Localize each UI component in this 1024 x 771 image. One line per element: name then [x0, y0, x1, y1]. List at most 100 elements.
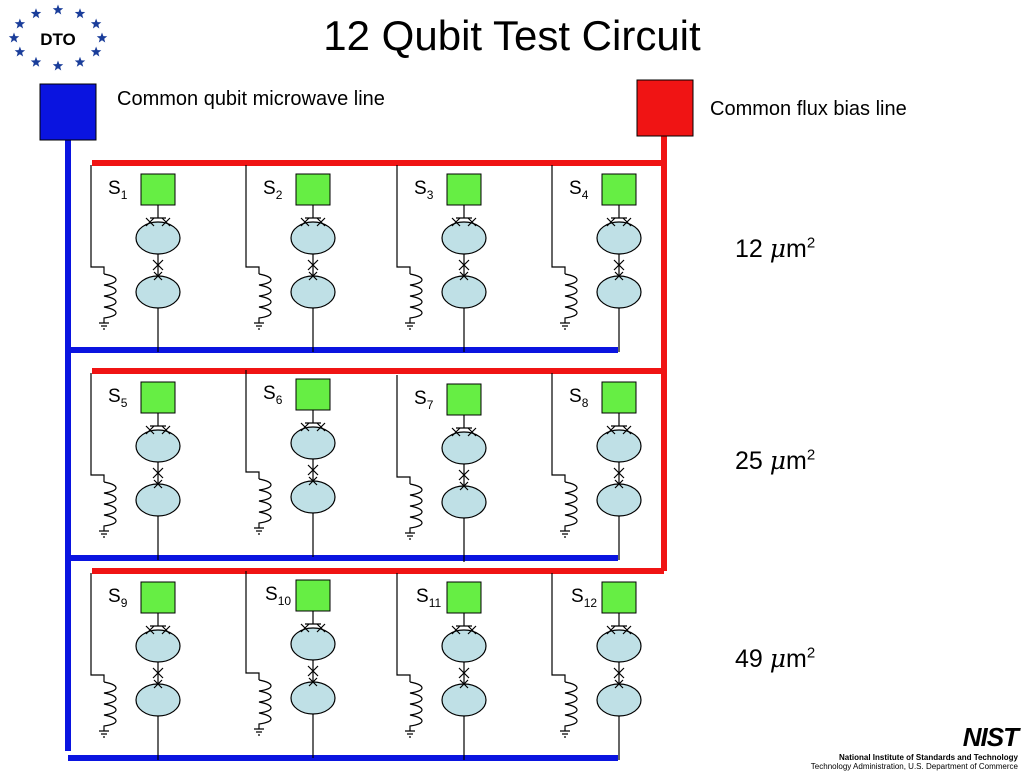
inductor-coil [564, 681, 578, 728]
logo-star [52, 4, 64, 15]
squid-lead [611, 205, 627, 219]
logo-star [74, 8, 86, 19]
qubit-loop [441, 485, 487, 519]
ground-symbol [405, 728, 415, 738]
qubit-cell [551, 573, 642, 760]
ground-symbol [99, 728, 109, 738]
junction-mark [307, 259, 319, 271]
ground-symbol [560, 320, 570, 330]
junction-mark [316, 422, 326, 432]
squid-label: S5 [108, 386, 128, 410]
microwave-source-pad [39, 83, 97, 141]
squid-loop [441, 629, 487, 663]
squid-label: S4 [569, 178, 589, 202]
logo-star [52, 60, 64, 71]
inductor-coil [103, 681, 117, 728]
junction-mark [300, 623, 310, 633]
junction-mark [300, 422, 310, 432]
junction-mark [459, 271, 469, 281]
junction-mark [614, 679, 624, 689]
qubit-cell [396, 375, 487, 562]
junction-mark [451, 427, 461, 437]
junction-mark [458, 259, 470, 271]
junction-mark [307, 464, 319, 476]
junction-mark [459, 481, 469, 491]
inductor-coil [258, 679, 272, 726]
junction-mark [613, 667, 625, 679]
squid-lead [456, 415, 472, 429]
qubit-cell [551, 373, 642, 560]
squid-pad [601, 381, 637, 414]
squid-loop [596, 221, 642, 255]
logo-star [14, 46, 26, 57]
junction-mark [153, 679, 163, 689]
coupling-wire [396, 165, 411, 274]
junction-mark [622, 425, 632, 435]
squid-label: S3 [414, 178, 434, 202]
qubit-cell [90, 573, 181, 760]
logo-star [74, 56, 86, 67]
qubit-loop [596, 483, 642, 517]
qubit-loop [596, 275, 642, 309]
qubit-loop [290, 275, 336, 309]
junction-mark [161, 425, 171, 435]
coupling-wire [245, 165, 260, 274]
junction-mark [153, 271, 163, 281]
junction-mark [613, 259, 625, 271]
qubit-loop [441, 275, 487, 309]
squid-lead [305, 205, 321, 219]
inductor-coil [409, 483, 423, 530]
qubit-loop [441, 683, 487, 717]
squid-lead [456, 613, 472, 627]
junction-mark [459, 679, 469, 689]
squid-loop [135, 221, 181, 255]
squid-loop [290, 627, 336, 661]
qubit-loop [290, 681, 336, 715]
junction-mark [152, 467, 164, 479]
logo-star [14, 18, 26, 29]
junction-mark [308, 271, 318, 281]
squid-pad [140, 173, 176, 206]
junction-mark [606, 217, 616, 227]
squid-lead [456, 205, 472, 219]
junction-mark [316, 623, 326, 633]
junction-mark [467, 217, 477, 227]
ground-symbol [405, 320, 415, 330]
squid-pad [601, 581, 637, 614]
ground-symbol [99, 528, 109, 538]
qubit-cell [90, 165, 181, 352]
junction-mark [606, 625, 616, 635]
qubit-cell [245, 165, 336, 352]
qubit-cell [245, 370, 336, 557]
junction-mark [606, 425, 616, 435]
qubit-cell [396, 573, 487, 760]
coupling-wire [245, 571, 260, 680]
squid-lead [305, 410, 321, 424]
coupling-wire [245, 370, 260, 479]
area-label-row-3: 49 μm2 [735, 644, 816, 673]
junction-mark [458, 469, 470, 481]
squid-loop [441, 431, 487, 465]
logo-star [96, 32, 108, 43]
coupling-wire [551, 373, 566, 482]
junction-mark [300, 217, 310, 227]
ground-symbol [560, 728, 570, 738]
junction-mark [145, 425, 155, 435]
logo-star [8, 32, 20, 43]
qubit-cell [245, 571, 336, 758]
squid-loop [596, 429, 642, 463]
nist-subtitle: Technology Administration, U.S. Departme… [810, 762, 1018, 771]
coupling-wire [551, 165, 566, 274]
logo-star [30, 56, 42, 67]
squid-label: S2 [263, 178, 283, 202]
squid-pad [140, 581, 176, 614]
coupling-wire [90, 573, 105, 682]
junction-mark [614, 479, 624, 489]
inductor-coil [258, 478, 272, 525]
junction-mark [451, 625, 461, 635]
squid-pad [295, 173, 331, 206]
qubit-loop [290, 480, 336, 514]
squid-lead [150, 413, 166, 427]
squid-label: S12 [571, 586, 598, 610]
